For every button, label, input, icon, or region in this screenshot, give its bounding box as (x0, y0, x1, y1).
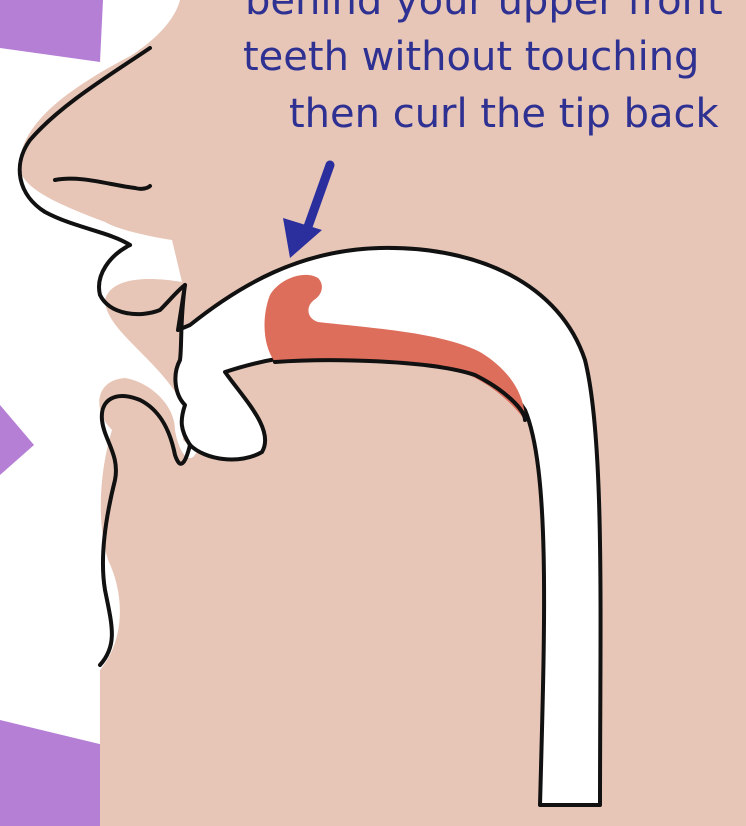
caption-line-3: then curl the tip back (289, 91, 719, 137)
decor-shape-middle (0, 405, 34, 475)
decor-shape-top (0, 0, 103, 62)
caption-line-1: behind your upper front (245, 0, 723, 24)
caption-line-2: teeth without touching (243, 34, 699, 80)
